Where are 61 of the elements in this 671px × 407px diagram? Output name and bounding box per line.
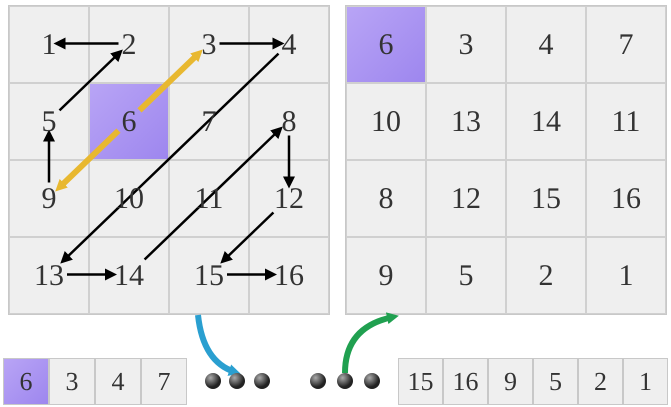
arrow xyxy=(227,268,277,280)
sequence-cell: 4 xyxy=(95,358,141,405)
cell-number: 9 xyxy=(42,184,56,214)
cell-number: 15 xyxy=(531,184,561,214)
cell-number: 3 xyxy=(202,30,216,60)
arrow xyxy=(58,49,123,112)
cell-number: 14 xyxy=(531,106,561,136)
arrow xyxy=(144,126,283,260)
sequence-cell: 15 xyxy=(398,358,443,405)
cell-number: 7 xyxy=(618,30,634,60)
sequence-cell: 7 xyxy=(141,358,187,405)
cell-number: 12 xyxy=(451,184,481,214)
arrow xyxy=(60,52,280,264)
arrow xyxy=(67,268,117,280)
arrow xyxy=(54,38,118,50)
dot xyxy=(310,373,326,389)
dot xyxy=(364,373,380,389)
cell-number: 5 xyxy=(42,106,56,136)
cell-number: 13 xyxy=(34,260,64,290)
thick-arrow xyxy=(55,128,121,192)
arrow xyxy=(283,136,295,188)
cell-number: 15 xyxy=(194,260,224,290)
cell-number: 11 xyxy=(612,106,640,136)
cell-number: 10 xyxy=(371,106,401,136)
sequence-cell: 9 xyxy=(488,358,533,405)
sequence-cell: 3 xyxy=(49,358,95,405)
cell-number: 5 xyxy=(458,260,474,290)
cell-number: 6 xyxy=(378,30,394,60)
cell-number: 4 xyxy=(282,30,296,60)
cell-number: 13 xyxy=(451,106,481,136)
dot xyxy=(337,373,353,389)
cell-number: 3 xyxy=(458,30,474,60)
thick-arrow xyxy=(195,314,241,376)
dot xyxy=(205,373,221,389)
cell-number: 16 xyxy=(611,184,641,214)
sequence-cell: 16 xyxy=(443,358,488,405)
cell-number: 14 xyxy=(114,260,144,290)
cell-number: 6 xyxy=(122,106,136,136)
cell-number: 4 xyxy=(538,30,554,60)
cell-number: 1 xyxy=(42,30,56,60)
cell-number: 9 xyxy=(378,260,394,290)
arrow xyxy=(220,38,284,50)
cell-number: 8 xyxy=(282,106,296,136)
cell-number: 2 xyxy=(122,30,136,60)
arrow xyxy=(43,130,55,182)
cell-number: 12 xyxy=(274,184,304,214)
sequence-cell: 6 xyxy=(3,358,49,405)
arrow xyxy=(220,212,274,264)
grid-frame xyxy=(8,5,330,315)
grid-frame xyxy=(345,5,667,315)
sequence-cell: 5 xyxy=(533,358,578,405)
thick-arrow xyxy=(342,312,399,374)
dot xyxy=(229,373,245,389)
thick-arrow xyxy=(137,49,203,113)
dot xyxy=(254,373,270,389)
cell-number: 1 xyxy=(618,260,634,290)
cell-number: 8 xyxy=(378,184,394,214)
cell-number: 2 xyxy=(538,260,554,290)
sequence-cell: 1 xyxy=(623,358,668,405)
sequence-cell: 2 xyxy=(578,358,623,405)
cell-number: 16 xyxy=(274,260,304,290)
